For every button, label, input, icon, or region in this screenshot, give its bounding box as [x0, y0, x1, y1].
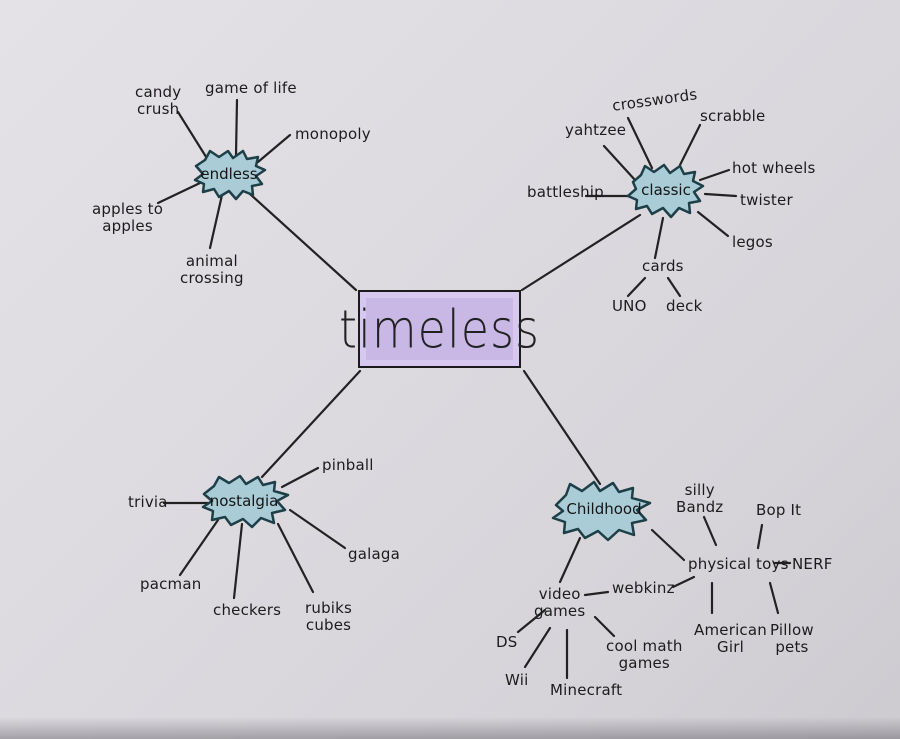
- item-cool-math-games: cool math games: [606, 637, 683, 672]
- item-yahtzee: yahtzee: [565, 121, 627, 139]
- classic-burst: [626, 163, 705, 219]
- item-apples-to-apples: apples to apples: [92, 200, 164, 235]
- item-ds: DS: [496, 633, 518, 651]
- connector-twister: [703, 192, 738, 198]
- item-nerf: NERF: [792, 555, 833, 573]
- connector-pacman: [178, 518, 220, 577]
- connector-webkinz-video: [583, 590, 610, 597]
- item-silly-bandz: silly Bandz: [676, 481, 724, 516]
- item-minecraft: Minecraft: [550, 681, 623, 699]
- item-trivia: trivia: [128, 493, 168, 511]
- item-rubiks-cubes: rubiks cubes: [305, 599, 353, 634]
- item-cards: cards: [642, 257, 684, 275]
- connector-animal-crossing: [208, 193, 224, 250]
- item-candy-crush: candy crush: [135, 83, 182, 118]
- connector-deck: [666, 276, 682, 298]
- item-pacman: pacman: [140, 575, 202, 593]
- item-monopoly: monopoly: [295, 125, 371, 143]
- connector-ds: [516, 608, 547, 634]
- item-twister: twister: [740, 191, 793, 209]
- connector-center-childhood: [522, 369, 602, 486]
- paper-shadow: [0, 717, 900, 739]
- connector-crosswords: [626, 116, 654, 170]
- connector-wii: [523, 626, 552, 669]
- connector-apples: [156, 181, 202, 205]
- connector-rubiks: [276, 522, 315, 594]
- childhood-burst: [551, 480, 652, 542]
- connector-cards: [653, 216, 665, 260]
- item-checkers: checkers: [213, 601, 282, 619]
- connector-video-games: [558, 536, 582, 584]
- item-webkinz: webkinz: [612, 579, 675, 597]
- connector-physical-toys: [650, 528, 686, 562]
- connector-galaga: [288, 508, 347, 550]
- connector-cool-math: [593, 615, 616, 638]
- item-american-girl: American Girl: [694, 621, 767, 656]
- item-animal-crossing: animal crossing: [180, 252, 244, 287]
- connector-silly-bandz: [702, 515, 718, 547]
- item-battleship: battleship: [527, 183, 604, 201]
- connector-uno: [626, 276, 647, 298]
- connector-center-classic: [520, 213, 642, 292]
- connector-monopoly: [256, 133, 292, 164]
- item-galaga: galaga: [348, 545, 400, 563]
- item-wii: Wii: [505, 671, 529, 689]
- item-bop-it: Bop It: [756, 501, 802, 519]
- item-video-games: video games: [534, 585, 586, 620]
- connector-webkinz: [671, 575, 696, 589]
- center-box: [358, 290, 521, 368]
- item-pillow-pets: Pillow pets: [770, 621, 814, 656]
- item-deck: deck: [666, 297, 703, 315]
- connector-bop-it: [756, 523, 764, 550]
- item-scrabble: scrabble: [700, 107, 766, 125]
- hub-classic-label: classic: [641, 181, 691, 199]
- connector-checkers: [232, 522, 244, 600]
- connector-scrabble: [678, 123, 702, 167]
- connector-game-of-life: [234, 98, 239, 157]
- endless-burst: [193, 149, 267, 201]
- nostalgia-burst: [201, 474, 290, 529]
- center-title: timeless: [339, 297, 540, 361]
- connector-center-endless: [248, 192, 358, 292]
- item-legos: legos: [732, 233, 773, 251]
- hub-endless-label: endless: [200, 165, 258, 183]
- connector-pillow-pets: [768, 581, 780, 615]
- connector-yahtzee: [602, 144, 637, 182]
- connector-candy-crush: [176, 110, 210, 162]
- item-game-of-life: game of life: [205, 79, 297, 97]
- item-pinball: pinball: [322, 456, 374, 474]
- item-hot-wheels: hot wheels: [732, 159, 816, 177]
- item-physical-toys: physical toys: [688, 555, 789, 573]
- hub-nostalgia-label: nostalgia: [209, 492, 279, 510]
- connector-pinball: [280, 466, 320, 489]
- connector-legos: [696, 210, 730, 238]
- connector-hot-wheels: [698, 168, 731, 182]
- item-uno: UNO: [612, 297, 647, 315]
- hub-childhood-label: Childhood: [566, 500, 642, 518]
- connector-center-nostalgia: [260, 369, 362, 479]
